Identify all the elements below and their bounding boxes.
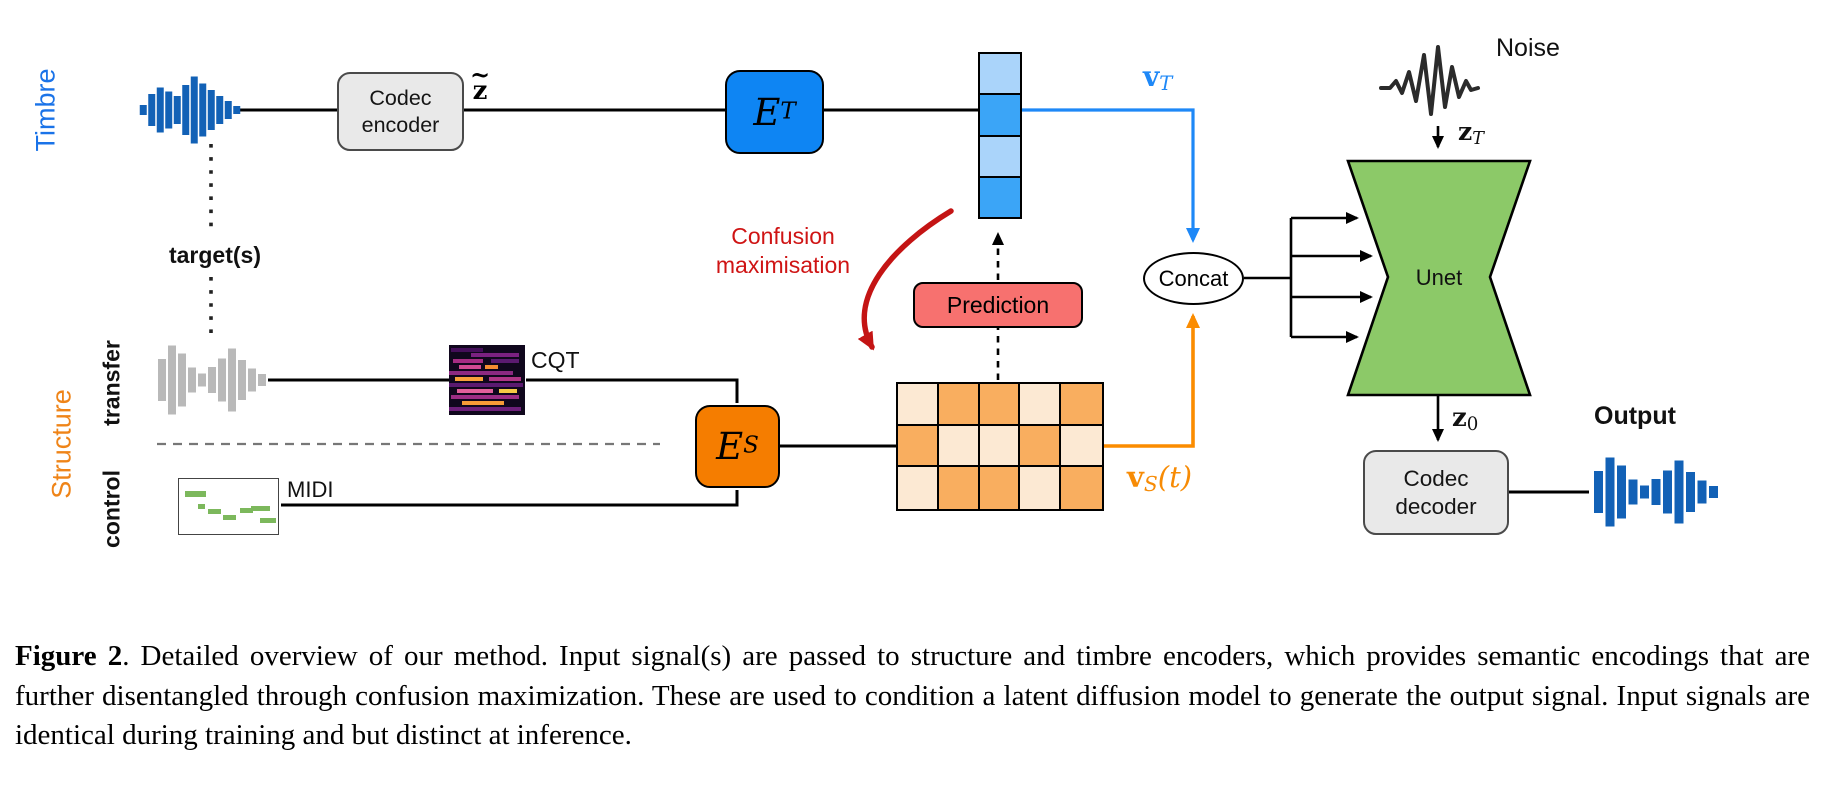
- confusion-maximisation-label: Confusion maximisation: [715, 223, 851, 278]
- cqt-spectrogram-image: [449, 345, 525, 415]
- structure-section-label: Structure: [46, 389, 77, 499]
- vs-base: v: [1127, 460, 1144, 494]
- structure-grid-cell: [898, 384, 939, 426]
- concat-node: Concat: [1143, 252, 1244, 305]
- timbre-vector-cell: [980, 177, 1020, 217]
- structure-grid-cell: [1061, 467, 1102, 509]
- structure-grid-cell: [898, 425, 939, 468]
- midi-label: MIDI: [287, 477, 334, 502]
- structure-grid-cell: [1020, 384, 1062, 426]
- zt-label: zT: [1458, 117, 1484, 149]
- vs-suffix: (t): [1157, 460, 1193, 494]
- vs-sub: S: [1143, 472, 1158, 496]
- encoder-s-base: E: [716, 425, 744, 468]
- structure-grid-cell: [979, 425, 1021, 468]
- structure-grid-cell: [938, 384, 980, 426]
- transfer-label: transfer: [98, 340, 125, 426]
- vt-base: v: [1143, 60, 1160, 93]
- encoder-t-sup: T: [780, 98, 796, 125]
- encoder-t-base: E: [753, 90, 781, 134]
- structure-grid-cell: [1061, 384, 1102, 426]
- diagram-connectors: [139, 45, 1718, 527]
- codec-encoder-box: Codec encoder: [337, 72, 464, 151]
- cqt-label: CQT: [531, 347, 580, 373]
- z-tilde-base: z: [472, 76, 488, 106]
- structure-grid-cell: [979, 467, 1021, 509]
- line-cqt-to-es: [526, 378, 739, 403]
- input-waveform-icon: [139, 76, 241, 144]
- z-tilde-label: ~ z: [465, 63, 495, 106]
- timbre-encoder-box: ET: [725, 70, 824, 154]
- prediction-box: Prediction: [913, 282, 1083, 328]
- line-midi-to-es: [281, 490, 739, 507]
- structure-grid-cell: [938, 425, 980, 468]
- confusion-arrow: [857, 208, 954, 351]
- codec-decoder-box: Codec decoder: [1363, 450, 1509, 535]
- structure-grid: [896, 382, 1104, 511]
- structure-grid-cell: [1061, 425, 1102, 468]
- timbre-section-label: Timbre: [30, 68, 61, 152]
- z0-sub: 0: [1466, 414, 1479, 435]
- vt-sub: T: [1159, 72, 1173, 95]
- zt-sub: T: [1472, 129, 1484, 149]
- encoder-s-sup: S: [743, 432, 759, 459]
- target-label: target(s): [168, 242, 261, 268]
- noise-label: Noise: [1496, 34, 1560, 62]
- z0-label: z0: [1452, 403, 1479, 435]
- control-label: control: [98, 470, 125, 548]
- timbre-vector-cell: [980, 136, 1020, 178]
- noise-waveform-icon: [1379, 45, 1480, 116]
- cqt-spectrogram-art: [449, 348, 523, 411]
- unet-label: Unet: [1415, 265, 1463, 290]
- timbre-vector-cell: [980, 95, 1020, 137]
- timbre-vector: [978, 52, 1022, 219]
- vs-arrow: [1104, 313, 1200, 448]
- timbre-vector-cell: [980, 54, 1020, 96]
- structure-grid-cell: [938, 467, 980, 509]
- midi-notes-art: [185, 491, 276, 523]
- structure-encoder-box: ES: [695, 405, 780, 488]
- zt-base: z: [1458, 117, 1473, 146]
- output-label: Output: [1594, 402, 1676, 430]
- midi-pianoroll-image: [178, 478, 279, 535]
- structure-grid-cell: [1020, 425, 1062, 468]
- vt-arrow: [1022, 108, 1200, 243]
- structure-grid-cell: [898, 467, 939, 509]
- structure-grid-cell: [979, 384, 1021, 426]
- caption-body: . Detailed overview of our method. Input…: [15, 640, 1810, 751]
- unet-shape: [1346, 159, 1532, 397]
- output-waveform-icon: [1594, 457, 1718, 527]
- transfer-waveform-icon: [158, 345, 266, 415]
- caption-tag: Figure 2: [15, 640, 123, 672]
- figure-caption: Figure 2. Detailed overview of our metho…: [15, 637, 1810, 756]
- vs-label: vS(t): [1127, 460, 1192, 494]
- vt-label: vT: [1143, 60, 1172, 93]
- structure-grid-cell: [1020, 467, 1062, 509]
- z0-base: z: [1452, 403, 1467, 433]
